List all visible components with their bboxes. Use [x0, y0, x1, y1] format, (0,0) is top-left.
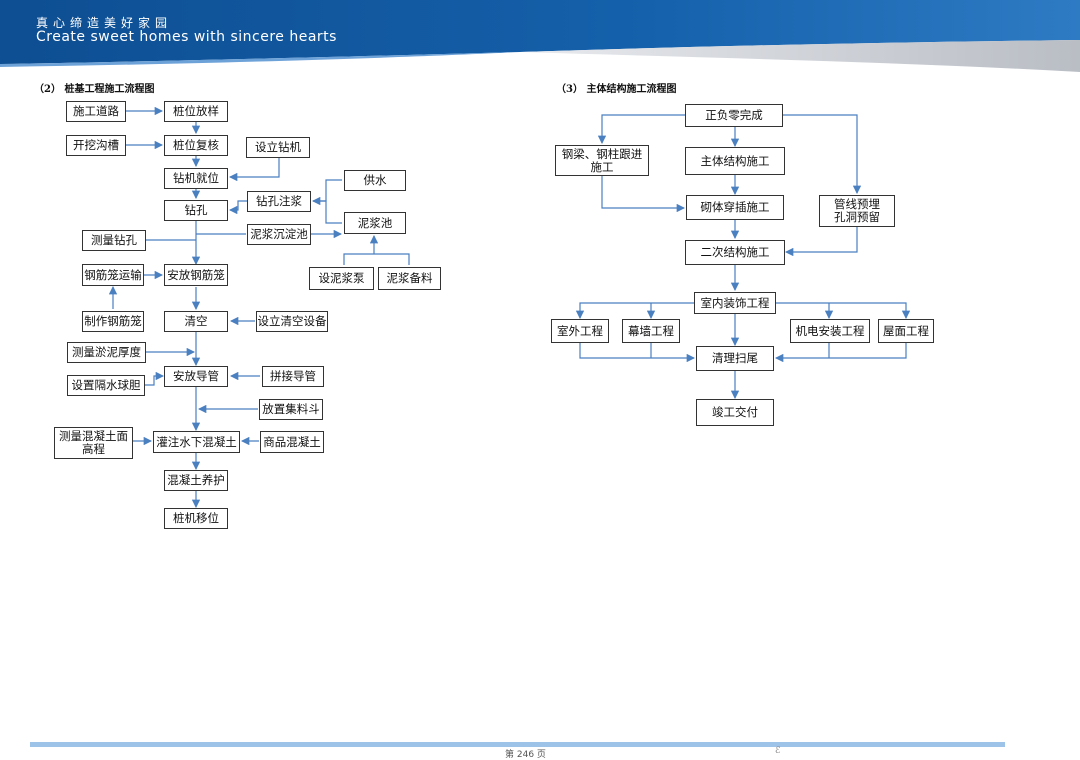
node-exterior: 室外工程: [551, 319, 609, 343]
node-pour-concrete: 灌注水下混凝土: [153, 431, 240, 453]
node-ready-mix: 商品混凝土: [260, 431, 324, 453]
node-rig-position: 钻机就位: [164, 168, 228, 189]
node-handover: 竣工交付: [696, 399, 774, 426]
footer-mark: ℰ: [775, 746, 781, 756]
node-drilling: 钻孔: [164, 200, 228, 221]
node-setup-rig: 设立钻机: [246, 137, 310, 158]
node-measure-sediment: 测量淤泥厚度: [67, 342, 146, 363]
node-place-hopper: 放置集料斗: [259, 399, 323, 420]
node-slurry-prep: 泥浆备料: [378, 267, 441, 290]
node-isolation-plug: 设置隔水球胆: [67, 375, 145, 396]
node-interior: 室内装饰工程: [694, 292, 776, 314]
slogan-english: Create sweet homes with sincere hearts: [36, 29, 337, 45]
node-clean-equipment: 设立清空设备: [256, 311, 328, 332]
pile-flow-title: （2） 桩基工程施工流程图: [34, 84, 155, 95]
node-cleanup: 清理扫尾: [696, 346, 774, 371]
node-secondary-structure: 二次结构施工: [685, 240, 785, 265]
node-pile-layout: 桩位放样: [164, 101, 228, 122]
node-pipe-embed: 管线预埋 孔洞预留: [819, 195, 895, 227]
page-number: 第 246 页: [505, 750, 546, 760]
node-roof: 屋面工程: [878, 319, 934, 343]
node-drill-slurry: 钻孔注浆: [247, 191, 311, 212]
node-measure-level: 测量混凝土面 高程: [54, 427, 133, 459]
node-splice-pipe: 拼接导管: [262, 366, 324, 387]
node-water-supply: 供水: [344, 170, 406, 191]
node-main-structure: 主体结构施工: [685, 147, 785, 175]
node-clean-hole: 清空: [164, 311, 228, 332]
node-construction-road: 施工道路: [66, 101, 126, 122]
slogan-chinese: 真心缔造美好家园: [36, 16, 173, 30]
node-measure-hole: 测量钻孔: [82, 230, 146, 251]
node-steel-follow: 钢梁、钢柱跟进 施工: [555, 145, 649, 176]
main-flow-title: （3） 主体结构施工流程图: [556, 84, 677, 95]
footer-rule: [30, 742, 1005, 747]
header-banner: [0, 0, 1080, 72]
node-slurry-pump: 设泥浆泵: [309, 267, 374, 290]
node-mep: 机电安装工程: [790, 319, 870, 343]
node-install-cage: 安放钢筋笼: [164, 264, 228, 286]
node-settling-pool: 泥浆沉淀池: [247, 224, 311, 245]
node-pile-recheck: 桩位复核: [164, 135, 228, 156]
node-masonry: 砌体穿插施工: [686, 195, 784, 220]
node-zero-level: 正负零完成: [685, 104, 783, 127]
node-dig-trench: 开挖沟槽: [66, 135, 126, 156]
node-curtain-wall: 幕墙工程: [622, 319, 680, 343]
node-cage-transport: 钢筋笼运输: [82, 264, 144, 286]
node-slurry-pool: 泥浆池: [344, 212, 406, 234]
node-curing: 混凝土养护: [164, 470, 228, 491]
node-make-cage: 制作钢筋笼: [82, 311, 144, 332]
node-install-pipe: 安放导管: [164, 366, 228, 387]
node-move-rig: 桩机移位: [164, 508, 228, 529]
